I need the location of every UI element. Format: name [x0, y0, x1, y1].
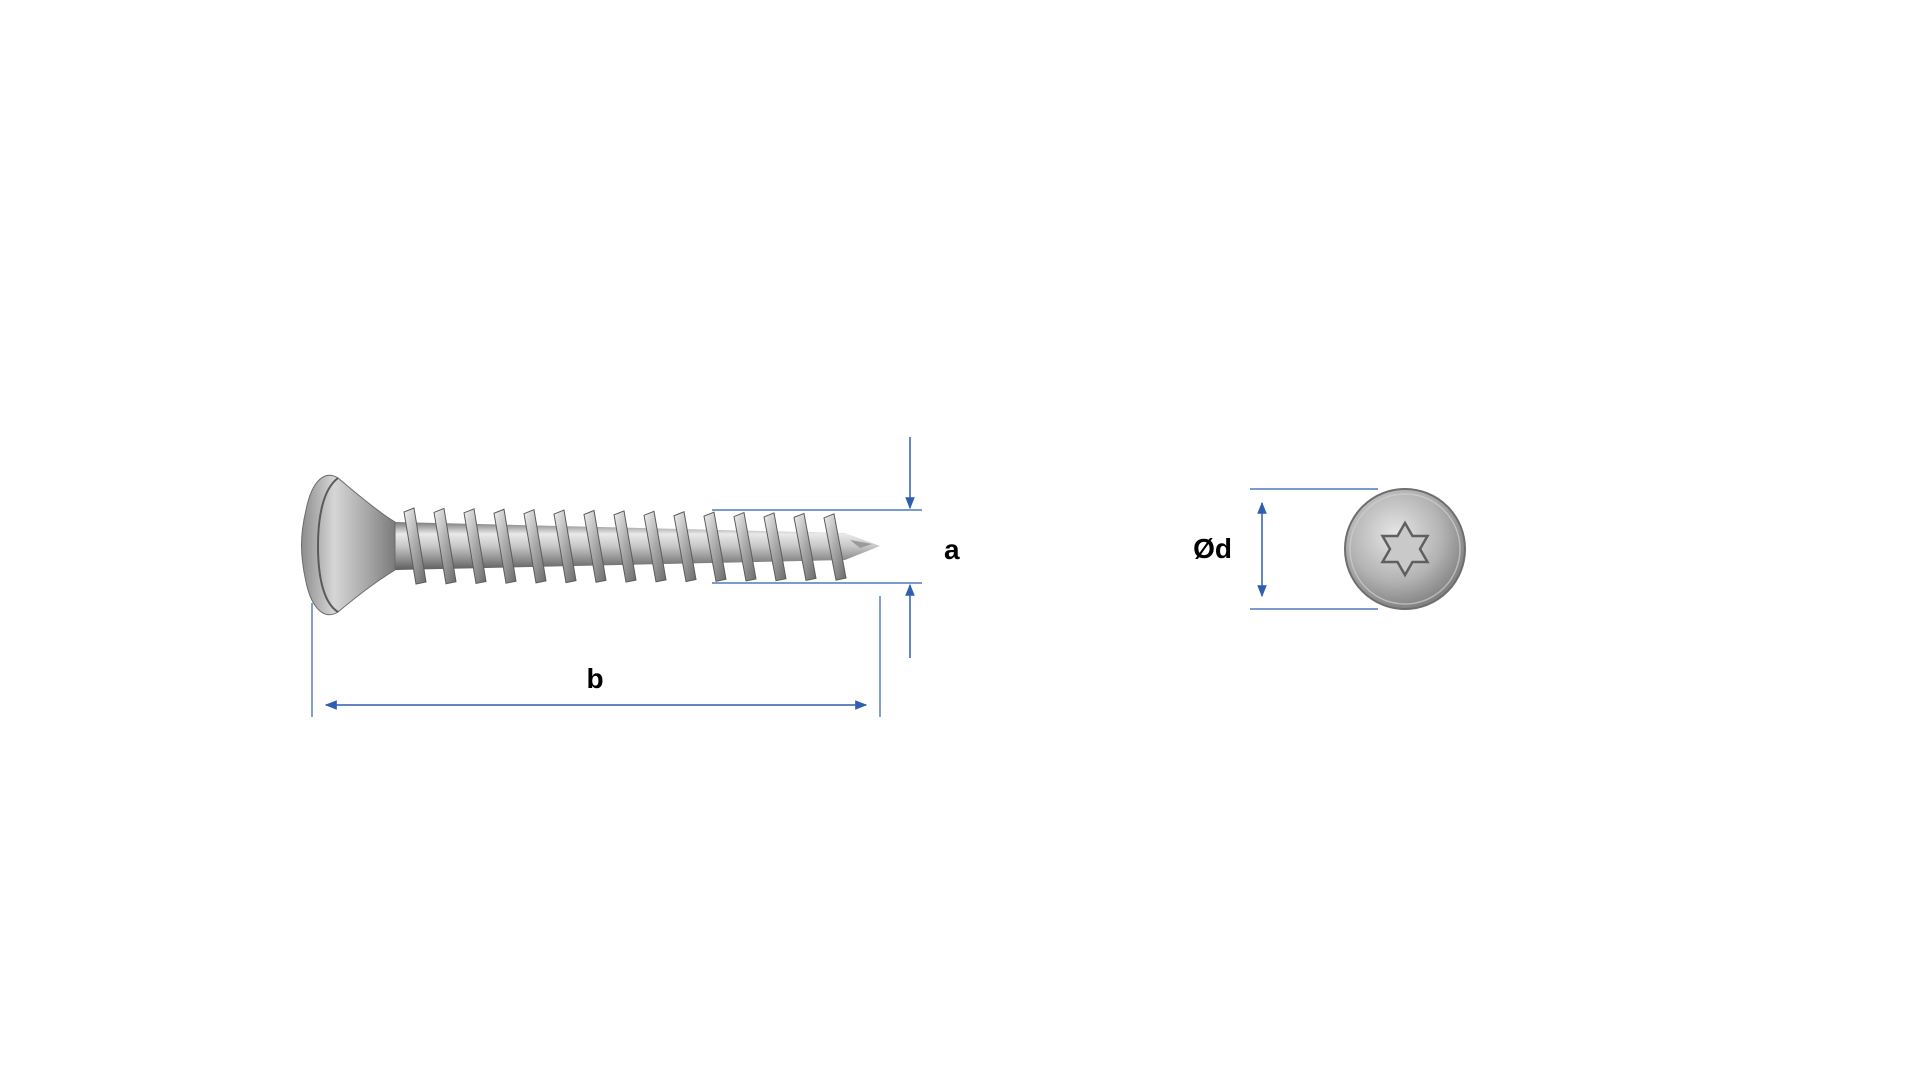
dimension-b: b — [311, 596, 881, 717]
thread-crest — [673, 511, 697, 583]
thread-crest — [433, 507, 457, 585]
thread-crest — [403, 507, 427, 585]
screw-side-view-icon — [301, 474, 880, 616]
thread-crest — [733, 511, 757, 582]
screw-head-torx-icon — [1344, 488, 1466, 610]
label-d: Ød — [1193, 533, 1232, 564]
thread-crest — [583, 509, 607, 583]
thread-crest — [463, 508, 487, 585]
thread-crest — [703, 511, 727, 582]
thread-crest — [793, 512, 817, 582]
thread-crest — [553, 509, 577, 584]
thread-crest — [613, 510, 637, 583]
thread-crest — [763, 512, 787, 582]
label-b: b — [586, 663, 603, 694]
label-a: a — [944, 534, 960, 565]
dimension-a: a — [712, 437, 960, 658]
thread-crest — [643, 510, 667, 583]
thread-crest — [493, 508, 517, 584]
thread-crest — [523, 508, 547, 584]
dimension-d: Ød — [1193, 488, 1378, 610]
thread-crest — [823, 513, 847, 581]
